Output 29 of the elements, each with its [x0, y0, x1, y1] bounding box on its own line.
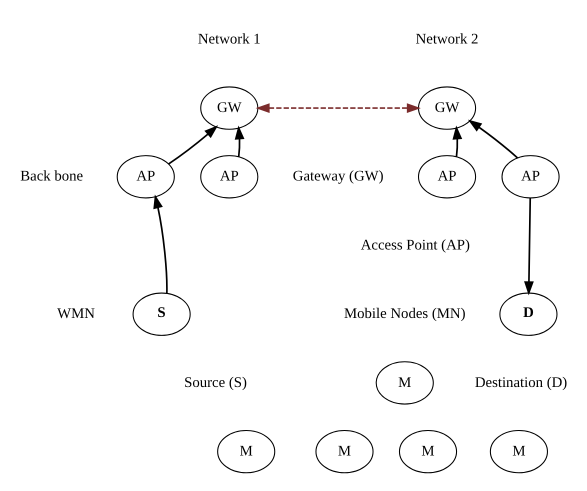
label: Back bone	[20, 168, 84, 185]
label: Gateway (GW)	[292, 168, 384, 185]
label: Mobile Nodes (MN)	[344, 306, 466, 322]
node-ellipse: GW	[200, 86, 258, 130]
arrow	[452, 126, 462, 157]
node-ellipse: S	[132, 292, 191, 336]
node-ellipse: M	[490, 430, 548, 474]
label: Destination (D)	[474, 374, 568, 391]
node-ellipse: AP	[501, 155, 560, 198]
node-ellipse: AP	[418, 155, 476, 198]
node-ellipse: AP	[200, 155, 258, 198]
node-ellipse: D	[499, 292, 558, 336]
node-ellipse: M	[315, 430, 374, 474]
node-ellipse: AP	[116, 155, 175, 198]
label: Network 1	[198, 31, 261, 48]
arrow	[234, 126, 244, 157]
node-ellipse: M	[376, 361, 434, 405]
arrow	[524, 198, 534, 296]
arrow	[153, 194, 168, 294]
node-ellipse: GW	[418, 86, 476, 130]
label: WMN	[57, 306, 95, 322]
label: Access Point (AP)	[360, 237, 470, 254]
arrow	[256, 103, 421, 113]
label: Network 2	[416, 31, 478, 48]
node-ellipse: M	[398, 430, 458, 474]
label: Source (S)	[184, 374, 247, 391]
arrow	[168, 125, 218, 165]
node-ellipse: M	[217, 430, 276, 474]
arrow	[468, 120, 518, 159]
